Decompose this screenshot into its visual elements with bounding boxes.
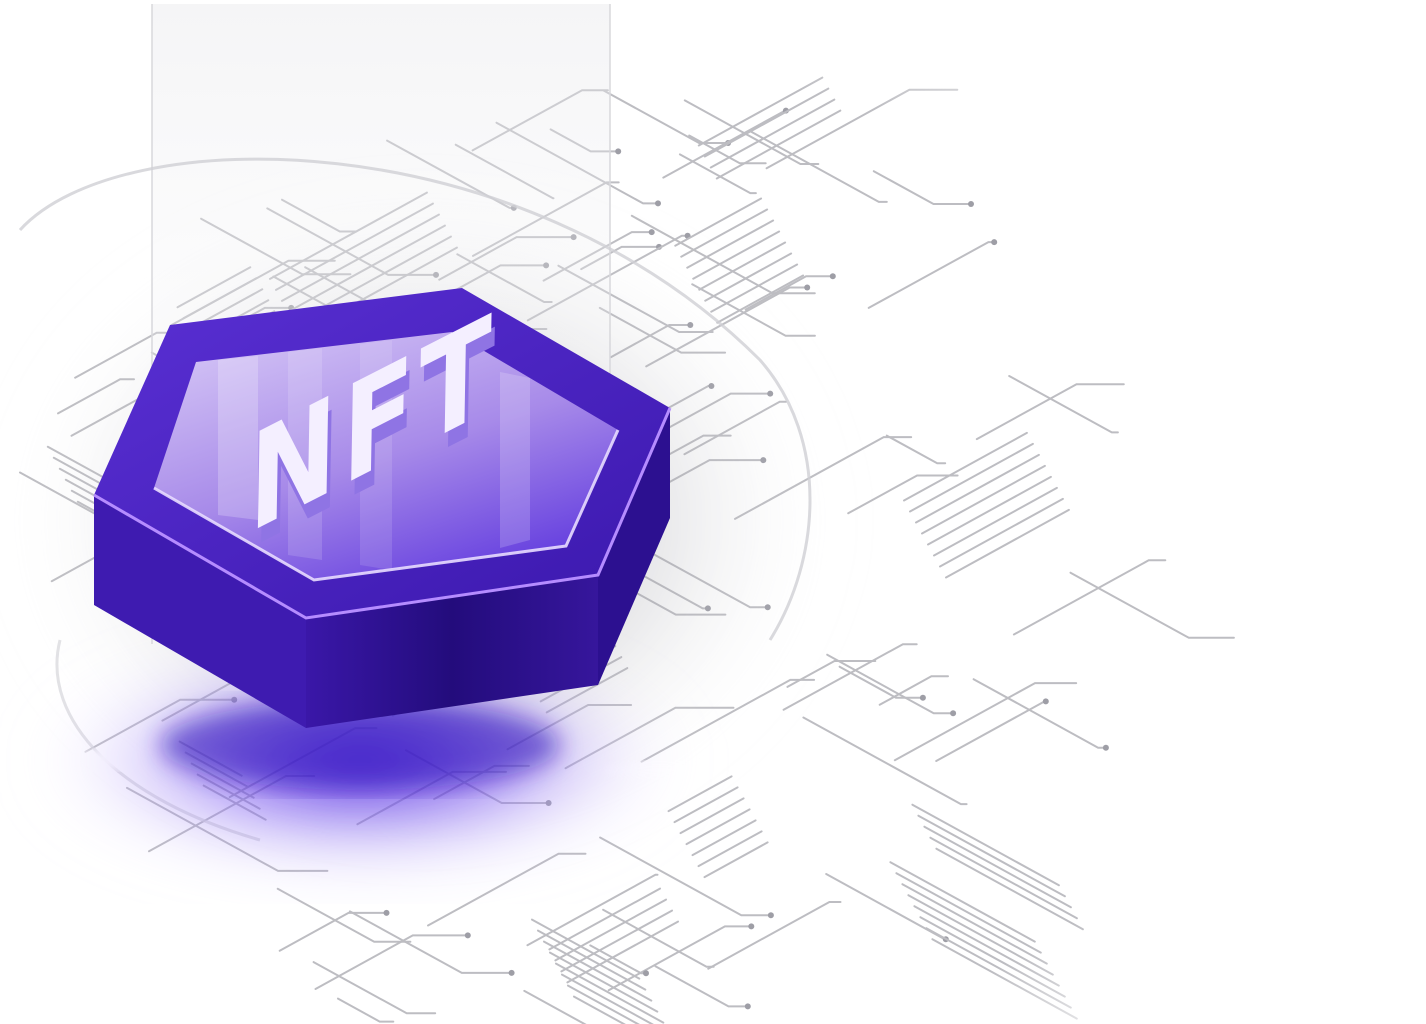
bubble-arc <box>18 157 812 641</box>
nft-token: NFT NFT <box>93 283 672 728</box>
token-face <box>154 332 618 580</box>
